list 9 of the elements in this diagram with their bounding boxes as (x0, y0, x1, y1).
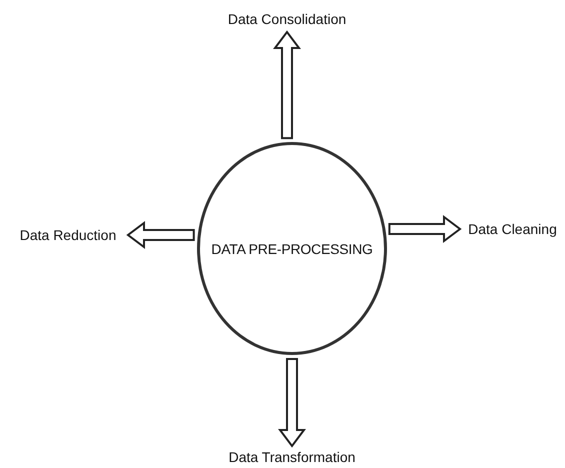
block-arrow (278, 358, 306, 448)
step-label: Data Consolidation (212, 6, 362, 32)
block-arrow (388, 215, 462, 243)
block-arrow (273, 30, 301, 140)
step-label: Data Reduction (8, 222, 128, 248)
step-label: Data Cleaning (460, 216, 565, 242)
step-label: Data Transformation (207, 446, 377, 468)
block-arrow (126, 221, 195, 249)
node-title: DATA PRE-PROCESSING (211, 240, 373, 256)
